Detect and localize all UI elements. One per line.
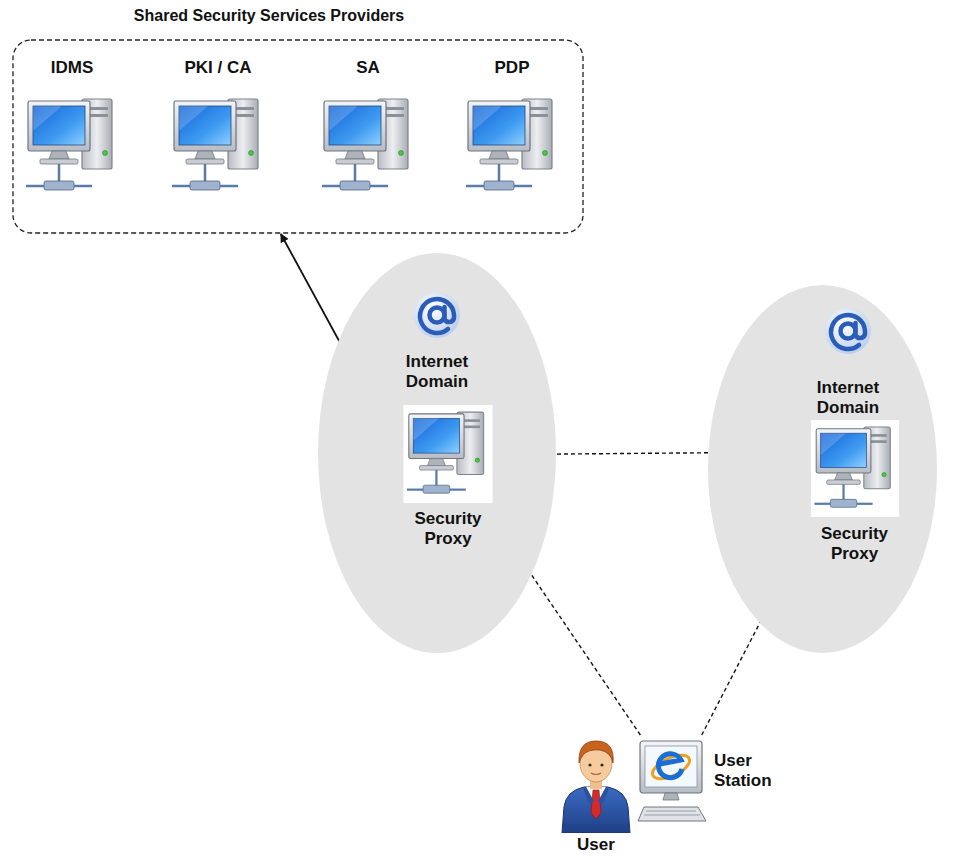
computer-icon <box>168 84 268 208</box>
computer-icon <box>22 84 122 208</box>
computer-icon <box>805 420 905 517</box>
computer-icon <box>462 84 562 208</box>
node-label: User Station <box>714 751 778 791</box>
node-label: IDMS <box>22 58 122 78</box>
server-node: IDMS <box>22 58 126 208</box>
service-group: Shared Security Services ProvidersIDMS PK… <box>12 6 584 234</box>
computer-icon <box>399 405 497 503</box>
computer-icon <box>318 84 418 208</box>
node-label: PDP <box>462 58 562 78</box>
node-label: Security Proxy <box>797 524 912 564</box>
group-heading: Shared Security Services Providers <box>104 6 434 26</box>
internet-domain: Internet DomainSecurity Proxy <box>707 284 938 654</box>
node-label: Internet Domain <box>387 352 487 392</box>
security-proxy: Security Proxy <box>392 405 508 570</box>
internet-domain: Internet DomainSecurity Proxy <box>317 252 557 654</box>
node-label: User <box>556 835 636 855</box>
workstation-icon <box>636 739 708 824</box>
user-figure <box>556 735 636 833</box>
security-proxy: Security Proxy <box>797 420 916 580</box>
user-station: User Station <box>636 735 782 830</box>
node-label: Security Proxy <box>392 509 504 549</box>
user-node: User <box>556 735 640 857</box>
internet-icon <box>412 290 462 340</box>
node-label: SA <box>318 58 418 78</box>
server-node: PKI / CA <box>168 58 272 208</box>
internet-icon <box>823 306 873 356</box>
node-label: Internet Domain <box>798 378 898 418</box>
node-label: PKI / CA <box>168 58 268 78</box>
server-node: PDP <box>462 58 566 208</box>
server-node: SA <box>318 58 422 208</box>
